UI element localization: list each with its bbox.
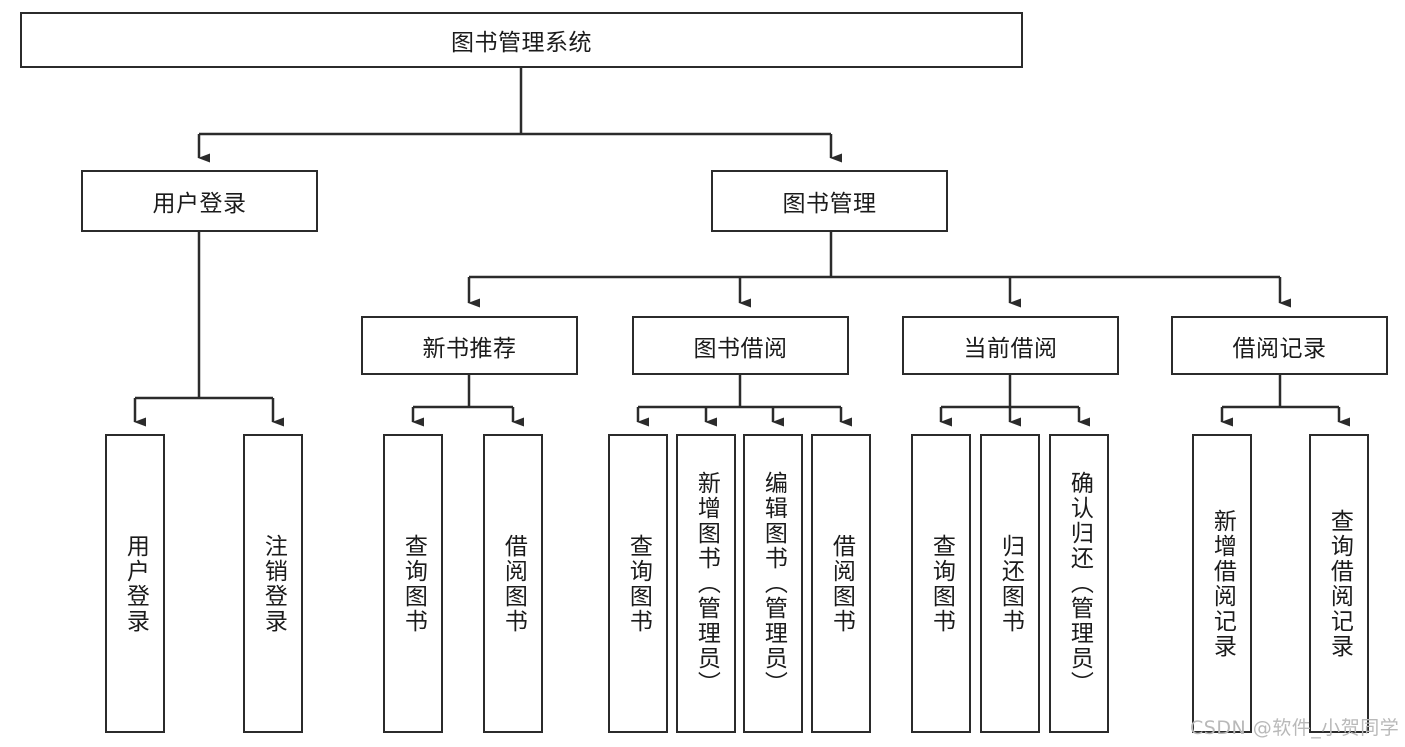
node-label: 新书推荐 xyxy=(422,335,517,362)
node-leaf-query-book-recommend[interactable]: 查询图书 xyxy=(383,434,443,733)
node-label: 借阅图书 xyxy=(828,533,855,634)
node-leaf-query-book-borrow[interactable]: 查询图书 xyxy=(608,434,668,733)
node-label: 归还图书 xyxy=(997,533,1024,634)
node-current-borrow[interactable]: 当前借阅 xyxy=(902,316,1119,375)
node-label: 查询图书 xyxy=(928,533,955,634)
node-leaf-add-borrow-record[interactable]: 新增借阅记录 xyxy=(1192,434,1252,733)
node-label: 图书管理系统 xyxy=(451,30,592,56)
node-label: 新增图书（管理员） xyxy=(693,471,720,696)
node-label: 新增借阅记录 xyxy=(1209,508,1236,659)
node-new-book-recommend[interactable]: 新书推荐 xyxy=(361,316,578,375)
watermark: CSDN @软件_小贺同学 xyxy=(1190,717,1400,739)
node-label: 借阅图书 xyxy=(500,533,527,634)
node-label: 用户登录 xyxy=(152,191,247,217)
node-label: 图书管理 xyxy=(782,191,877,217)
node-root-book-management-system[interactable]: 图书管理系统 xyxy=(20,12,1023,68)
node-borrow-record[interactable]: 借阅记录 xyxy=(1171,316,1388,375)
node-leaf-return-book[interactable]: 归还图书 xyxy=(980,434,1040,733)
node-leaf-query-borrow-record[interactable]: 查询借阅记录 xyxy=(1309,434,1369,733)
node-label: 确认归还（管理员） xyxy=(1066,471,1093,696)
node-leaf-user-login[interactable]: 用户登录 xyxy=(105,434,165,733)
node-leaf-borrow-book-recommend[interactable]: 借阅图书 xyxy=(483,434,543,733)
node-leaf-borrow-book[interactable]: 借阅图书 xyxy=(811,434,871,733)
node-label: 查询借阅记录 xyxy=(1326,508,1353,659)
node-label: 当前借阅 xyxy=(963,335,1058,362)
node-label: 借阅记录 xyxy=(1232,335,1327,362)
node-book-borrow[interactable]: 图书借阅 xyxy=(632,316,849,375)
node-label: 用户登录 xyxy=(122,533,149,634)
node-leaf-edit-book[interactable]: 编辑图书（管理员） xyxy=(743,434,803,733)
node-leaf-logout-login[interactable]: 注销登录 xyxy=(243,434,303,733)
node-leaf-confirm-return[interactable]: 确认归还（管理员） xyxy=(1049,434,1109,733)
node-leaf-query-book-current[interactable]: 查询图书 xyxy=(911,434,971,733)
node-leaf-add-book[interactable]: 新增图书（管理员） xyxy=(676,434,736,733)
node-user-login[interactable]: 用户登录 xyxy=(81,170,318,232)
node-book-manage[interactable]: 图书管理 xyxy=(711,170,948,232)
node-label: 查询图书 xyxy=(400,533,427,634)
node-label: 图书借阅 xyxy=(693,335,788,362)
node-label: 编辑图书（管理员） xyxy=(760,471,787,696)
node-label: 查询图书 xyxy=(625,533,652,634)
node-label: 注销登录 xyxy=(260,533,287,634)
